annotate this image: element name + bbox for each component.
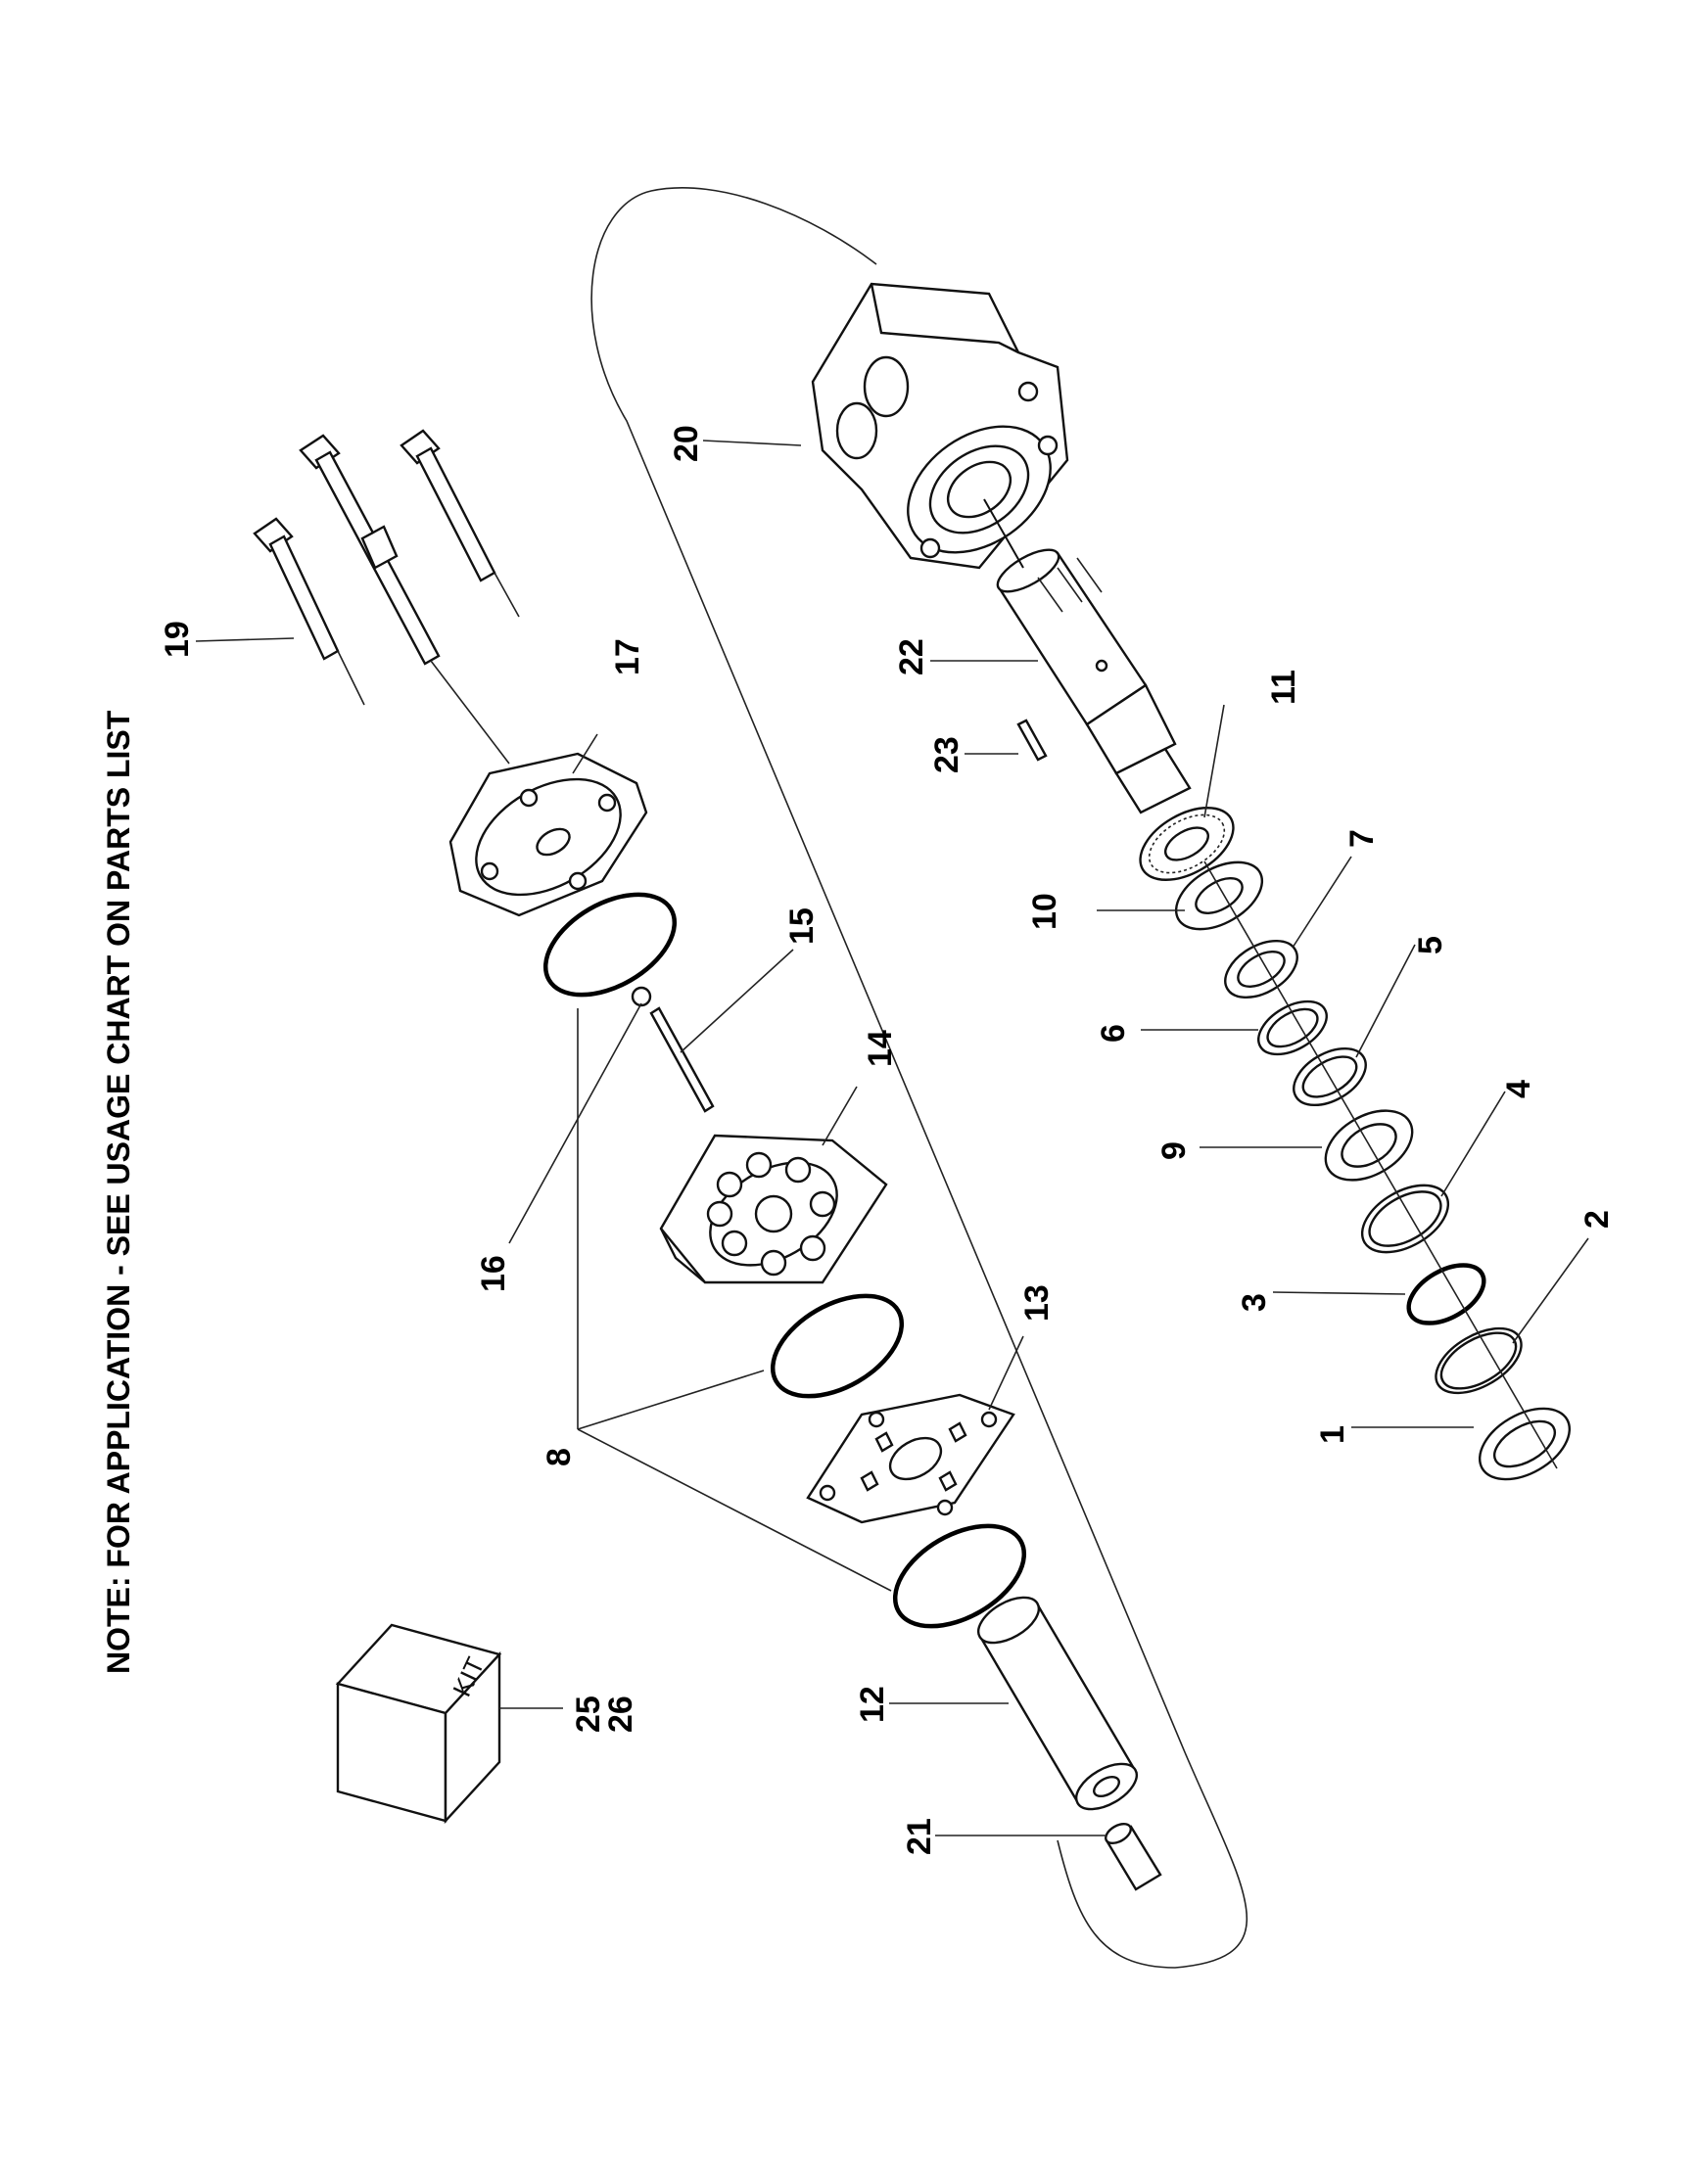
callout-4: 4 (1500, 1080, 1537, 1098)
application-note: NOTE: FOR APPLICATION - SEE USAGE CHART … (101, 710, 136, 1674)
callout-leader-lines (195, 440, 1589, 1836)
part-21-plug (1105, 1822, 1162, 1891)
bolt-to-cap-line (430, 660, 510, 765)
part-19-bolts (253, 429, 520, 706)
callout-14: 14 (862, 1030, 899, 1067)
part-12-drive-shaft (977, 1596, 1138, 1811)
part-22-spool-axis-line (983, 498, 1024, 569)
callout-19: 19 (159, 621, 196, 658)
part-22-spool (996, 548, 1192, 814)
callout-5: 5 (1412, 936, 1449, 954)
part-2-retaining-ring (1435, 1326, 1523, 1395)
callout-2: 2 (1578, 1210, 1616, 1229)
callout-26: 26 (602, 1696, 639, 1733)
part-8-o-ring-middle (770, 1293, 905, 1399)
callout-12: 12 (854, 1686, 891, 1723)
callout-20: 20 (668, 425, 705, 462)
part-14-gerotor (659, 1134, 888, 1284)
callout-10: 10 (1026, 893, 1063, 930)
callout-22: 22 (893, 638, 930, 675)
part-13-plate (806, 1393, 1015, 1524)
part-15-pin (649, 1006, 715, 1113)
part-25-26-seal-kit-box: KIT (335, 1623, 502, 1825)
callout-13: 13 (1018, 1284, 1056, 1322)
callout-11: 11 (1265, 670, 1302, 705)
callout-25: 25 (570, 1696, 607, 1733)
part-11-needle-bearing (1139, 807, 1235, 881)
callout-23: 23 (928, 736, 965, 773)
part-16-ball (631, 986, 652, 1007)
part-3-o-ring (1406, 1263, 1486, 1325)
part-7-washer (1224, 939, 1298, 999)
callout-8: 8 (541, 1448, 578, 1466)
part-1-dust-seal (1478, 1407, 1572, 1481)
part-20-housing (811, 282, 1069, 570)
part-8-o-ring-lower (892, 1523, 1027, 1629)
part-4-ring (1360, 1184, 1450, 1254)
callout-21: 21 (901, 1818, 938, 1855)
callout-3: 3 (1236, 1293, 1273, 1312)
part-10-thrust-washer (1174, 860, 1264, 931)
assembly-envelope-outline (590, 187, 1248, 1969)
callout-17: 17 (609, 638, 646, 675)
callout-7: 7 (1343, 829, 1381, 848)
shaft-center-line (1203, 860, 1558, 1469)
callout-9: 9 (1155, 1141, 1193, 1160)
part-23-pin (1016, 719, 1048, 762)
callout-6: 6 (1095, 1024, 1132, 1043)
callout-1: 1 (1314, 1425, 1351, 1444)
callout-16: 16 (475, 1255, 512, 1292)
part-8-o-ring-upper (542, 892, 678, 998)
part-17-end-cap (448, 752, 648, 917)
callout-15: 15 (783, 907, 821, 945)
